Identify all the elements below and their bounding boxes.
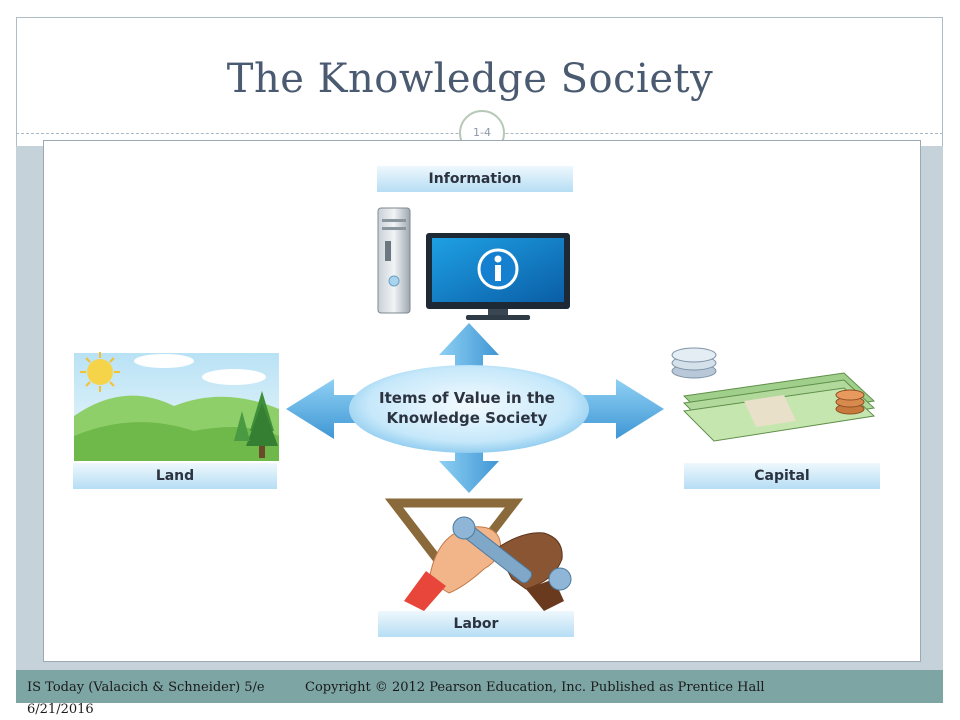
slide-title: The Knowledge Society	[226, 56, 714, 102]
label-land: Land	[73, 463, 277, 489]
label-information: Information	[377, 166, 573, 192]
landscape-image	[74, 352, 279, 461]
diagram-figure: Items of Value in the Knowledge Society	[43, 140, 921, 662]
computer-icon	[377, 207, 570, 320]
money-image	[671, 347, 876, 442]
footer-copyright: Copyright © 2012 Pearson Education, Inc.…	[305, 680, 765, 695]
center-label-line2: Knowledge Society	[387, 409, 548, 427]
label-capital: Capital	[684, 463, 880, 489]
footer-date: 6/21/2016	[27, 702, 94, 717]
center-oval	[349, 365, 589, 453]
knowledge-society-diagram: Items of Value in the Knowledge Society	[74, 207, 876, 611]
label-labor: Labor	[378, 611, 574, 637]
center-label-line1: Items of Value in the	[379, 389, 555, 407]
footer-source: IS Today (Valacich & Schneider) 5/e	[27, 680, 265, 695]
footer-band	[16, 670, 943, 703]
labor-hands-image	[384, 498, 572, 611]
